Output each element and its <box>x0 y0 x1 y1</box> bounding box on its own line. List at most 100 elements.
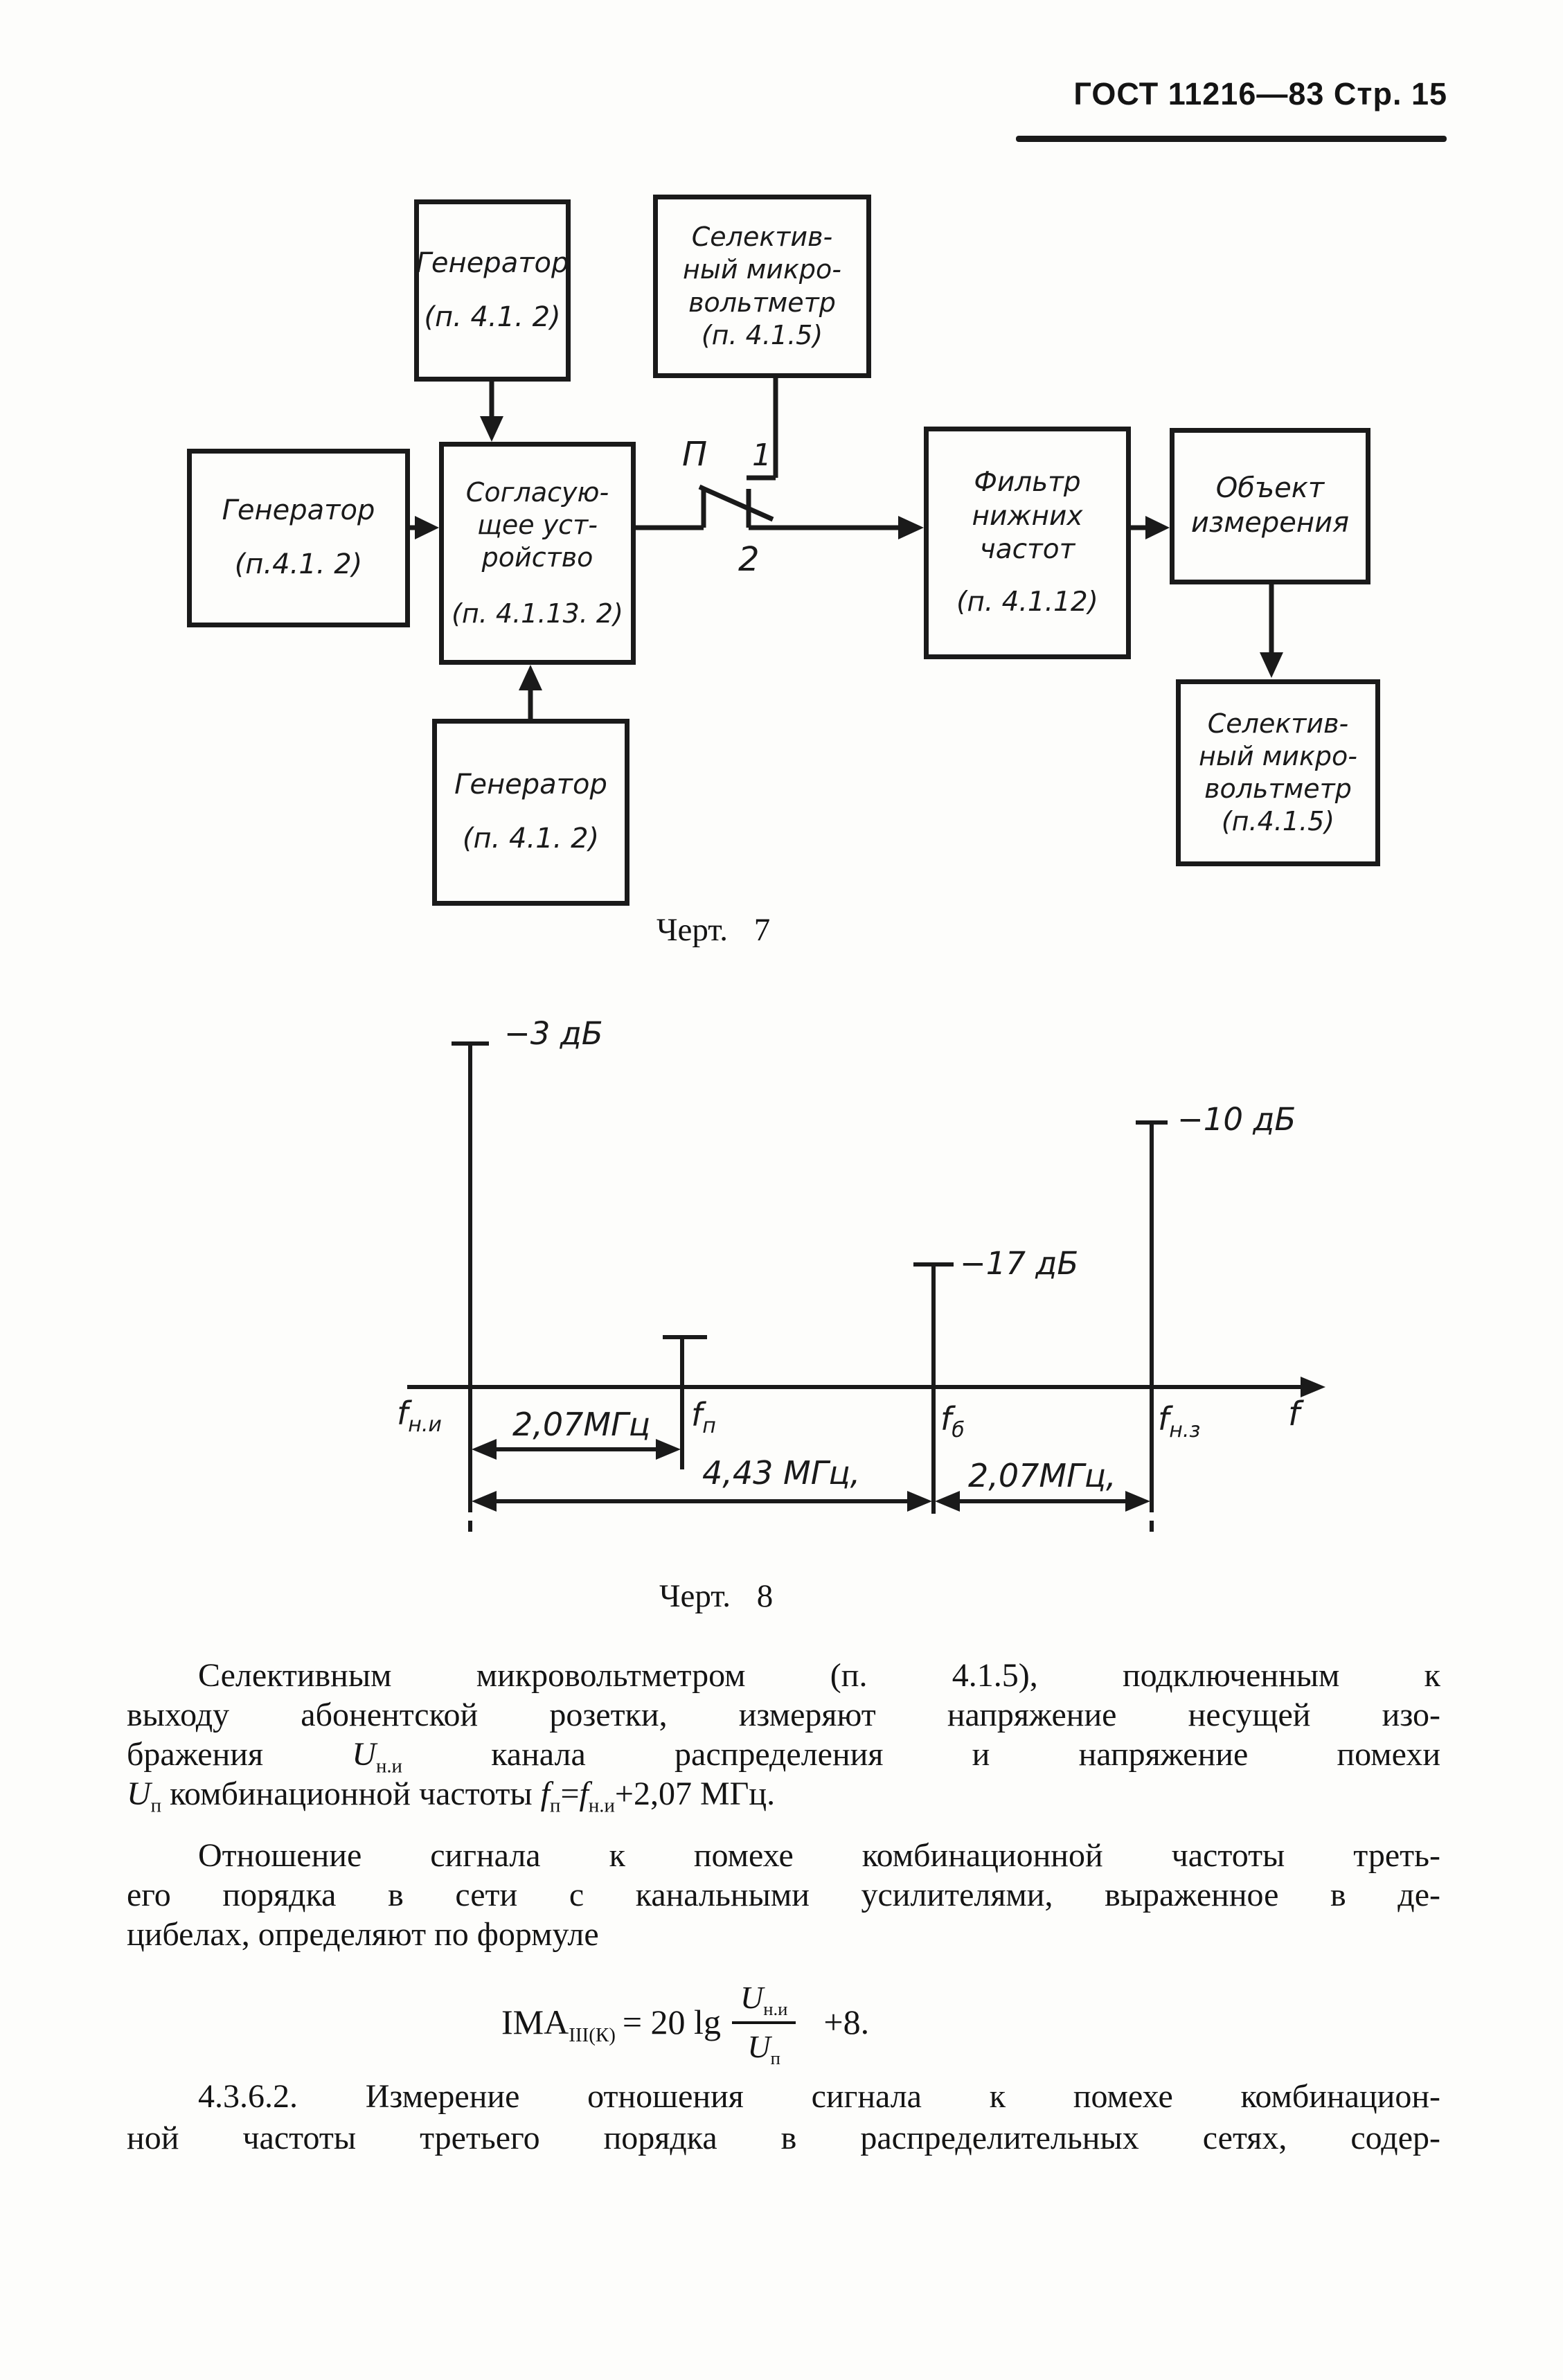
freq-label-f-ni: fн.и <box>397 1395 442 1435</box>
paragraph-line: 4.3.6.2. Измерение отношения сигнала к п… <box>198 2078 1440 2115</box>
freq-sub: б <box>952 1418 965 1443</box>
paragraph-line: выходу абонентской розетки, измеряют нап… <box>127 1697 1440 1733</box>
symbol-sub: н.и <box>588 1794 615 1817</box>
symbol-sub: п <box>150 1794 162 1817</box>
box-label: (п.4.1.5) <box>1221 806 1335 837</box>
arrowhead-down <box>1260 652 1283 678</box>
box-label: Согласую- <box>465 476 609 508</box>
text-part: канала распределения и напряжение помехи <box>402 1736 1441 1773</box>
fig7-box-voltmeter-bottom: Селектив- ный микро- вольтметр (п.4.1.5) <box>1176 679 1380 866</box>
text-part: бражения <box>127 1736 352 1773</box>
formula-fraction: Uн.и Uп <box>731 1979 796 2069</box>
box-label: Селектив- <box>1207 708 1349 739</box>
formula-rhs: +8. <box>823 2003 870 2041</box>
fig7-box-matching-device: Согласую- щее уст- ройство (п. 4.1.13. 2… <box>439 442 636 665</box>
box-label: Генератор <box>454 769 607 801</box>
box-label: (п. 4.1.12) <box>956 587 1098 618</box>
fig7-box-generator-bottom: Генератор (п. 4.1. 2) <box>432 719 629 906</box>
level-label-minus3: −3 дБ <box>504 1015 603 1052</box>
arrowhead-right <box>898 516 924 539</box>
fig8-caption: Черт. 8 <box>659 1578 774 1614</box>
box-label: Объект <box>1215 472 1325 505</box>
axis-label-f: f <box>1288 1395 1300 1433</box>
box-label: Фильтр <box>974 467 1081 499</box>
freq-sub: н.и <box>408 1413 442 1438</box>
box-label: (п. 4.1. 2) <box>462 823 600 855</box>
fraction-numerator: Uн.и <box>731 1979 796 2024</box>
span-label-2-07: 2,07МГц <box>512 1406 651 1443</box>
symbol-sub: п <box>550 1794 561 1817</box>
paragraph-line: бражения Uн.и канала распределения и нап… <box>127 1735 1441 1776</box>
box-label: вольтметр <box>688 287 836 318</box>
paragraph-line: Селективным микровольтметром (п. 4.1.5),… <box>198 1657 1440 1694</box>
paragraph-line: Uп комбинационной частоты fп=fн.и+2,07 М… <box>127 1775 1440 1816</box>
paragraph-line: его порядка в сети с канальными усилител… <box>127 1877 1440 1913</box>
arrowhead-right <box>1145 516 1170 539</box>
box-label: вольтметр <box>1204 773 1352 804</box>
fig7-box-lowpass-filter: Фильтр нижних частот (п. 4.1.12) <box>924 427 1131 659</box>
box-label: ный микро- <box>1198 740 1358 771</box>
paragraph-line: Отношение сигнала к помехе комбинационно… <box>198 1837 1440 1874</box>
box-label: (п.4.1. 2) <box>234 548 363 580</box>
freq-base: f <box>1158 1400 1170 1438</box>
box-label: Селектив- <box>691 222 833 253</box>
arrowhead-up <box>519 665 542 690</box>
switch-position-2: 2 <box>738 540 760 579</box>
switch-position-1: 1 <box>752 438 771 473</box>
formula-lhs-text: IMA <box>501 2003 569 2041</box>
paragraph-line: ной частоты третьего порядка в распредел… <box>127 2120 1440 2156</box>
box-label: ройство <box>481 542 593 573</box>
symbol-U: U <box>127 1775 151 1812</box>
formula-lhs: IMAIII(К) <box>501 2002 616 2046</box>
symbol-f: f <box>540 1775 551 1812</box>
fig7-box-measured-object: Объект измерения <box>1170 428 1370 584</box>
span-label-4-43: 4,43 МГц, <box>702 1454 861 1492</box>
fig7-caption: Черт. 7 <box>657 912 771 948</box>
fraction-denominator: Uп <box>747 2024 780 2069</box>
symbol-sub: н.и <box>375 1755 402 1778</box>
freq-sub: п <box>702 1414 716 1439</box>
switch-label: П <box>682 435 708 474</box>
freq-label-f-nz: fн.з <box>1158 1400 1200 1441</box>
box-label: Генератор <box>222 494 375 527</box>
box-label: ный микро- <box>682 254 842 285</box>
fig7-box-generator-top: Генератор (п. 4.1. 2) <box>414 199 571 382</box>
switch-blade <box>698 484 774 522</box>
box-label: частот <box>979 534 1075 565</box>
freq-base: f <box>940 1400 952 1438</box>
symbol-f: f <box>579 1775 589 1812</box>
text-part: +2,07 МГц. <box>614 1775 776 1812</box>
freq-sub: н.з <box>1169 1418 1201 1443</box>
level-label-minus10: −10 дБ <box>1177 1101 1296 1138</box>
arrowhead-down <box>480 416 503 442</box>
arrowhead-right <box>415 516 439 539</box>
box-label: (п. 4.1. 2) <box>424 301 561 333</box>
symbol-sub: н.и <box>763 1998 788 2020</box>
formula-equals: = 20 lg <box>622 2003 721 2041</box>
freq-base: f <box>691 1396 703 1433</box>
text-part: = <box>560 1775 580 1812</box>
text-part: комбинационной частоты <box>161 1775 541 1812</box>
fig7-box-generator-left: Генератор (п.4.1. 2) <box>187 449 410 627</box>
freq-label-f-b: fб <box>940 1400 965 1441</box>
freq-base: f <box>397 1395 409 1432</box>
box-label: (п. 4.1.13. 2) <box>452 598 623 629</box>
box-label: измерения <box>1190 507 1350 539</box>
paragraph-line: цибелах, определяют по формуле <box>127 1916 599 1953</box>
page-header: ГОСТ 11216—83 Стр. 15 <box>1073 76 1447 111</box>
symbol-U: U <box>747 2029 771 2064</box>
header-underline <box>1016 136 1447 142</box>
formula-lhs-sub: III(К) <box>569 2024 616 2046</box>
formula-ima: IMAIII(К) = 20 lg Uн.и Uп +8. <box>501 1979 870 2069</box>
symbol-sub: п <box>770 2048 780 2069</box>
symbol-U: U <box>740 1980 764 2015</box>
fig7-box-voltmeter-top: Селектив- ный микро- вольтметр (п. 4.1.5… <box>653 195 871 378</box>
freq-label-f-p: fп <box>691 1396 716 1437</box>
box-label: щее уст- <box>477 509 598 540</box>
level-label-minus17: −17 дБ <box>960 1245 1079 1282</box>
symbol-U: U <box>352 1736 376 1773</box>
box-label: нижних <box>972 500 1083 532</box>
axis-arrowhead <box>1301 1377 1325 1397</box>
box-label: Генератор <box>416 247 569 279</box>
